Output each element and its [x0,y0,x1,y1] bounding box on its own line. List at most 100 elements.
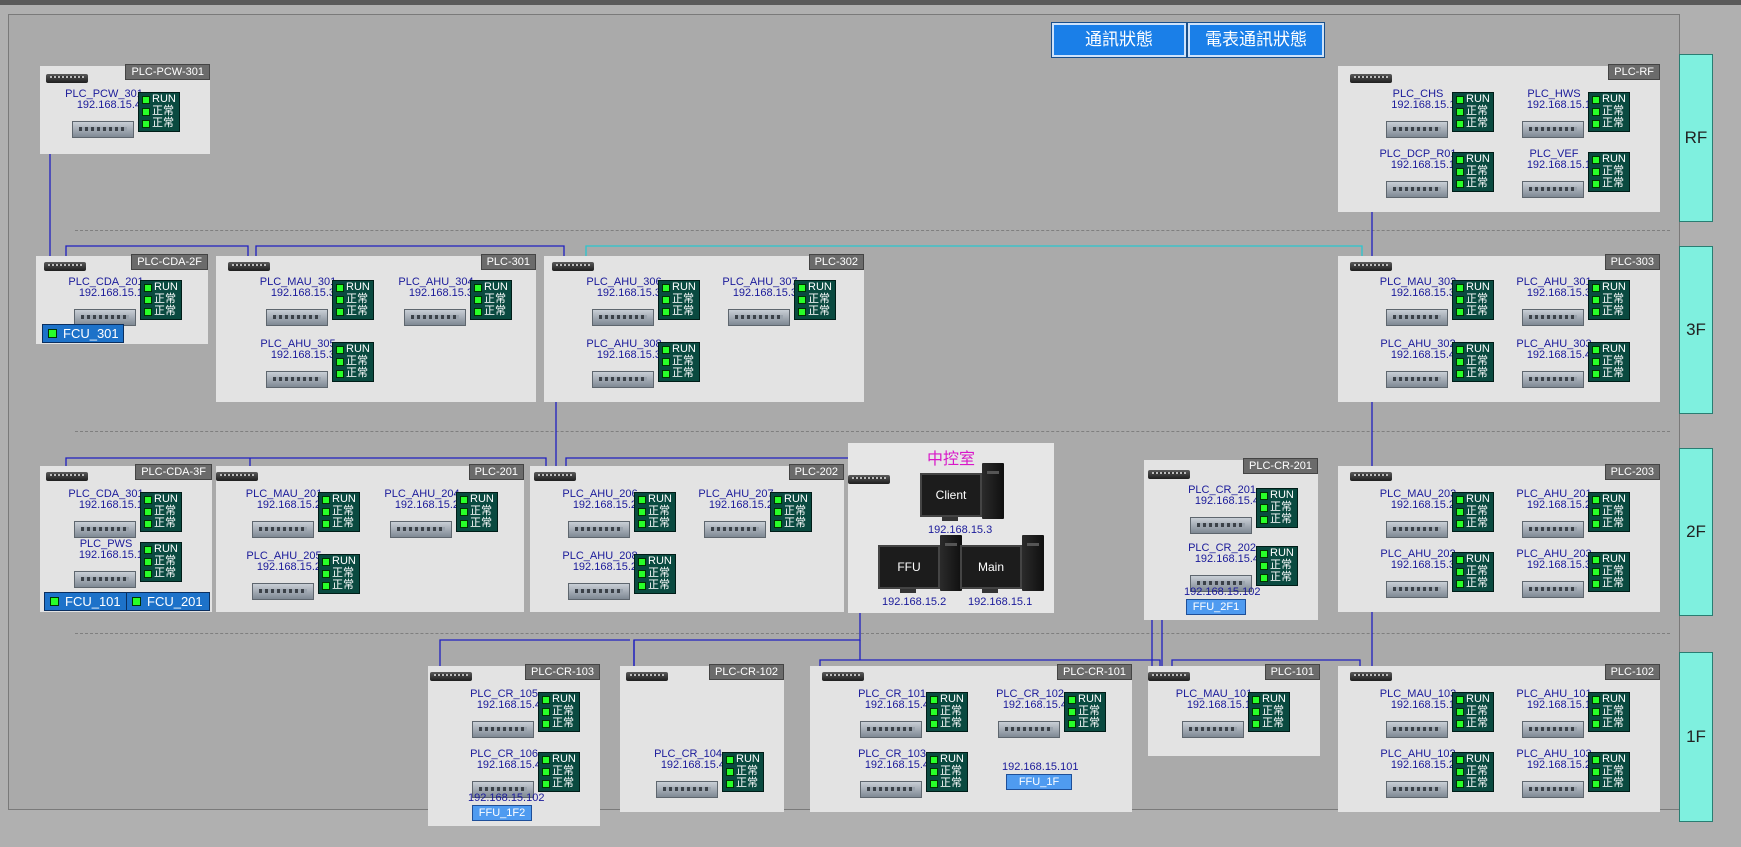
plc-node[interactable]: PLC_MAU_203 192.168.15.28 RUN 正常 正常 [1378,488,1518,554]
status-led-icon [1456,508,1464,516]
floor-tab-2f[interactable]: 2F [1679,448,1713,616]
plc-node[interactable]: PLC_PCW_301 192.168.15.47 RUN 正常 正常 [64,88,204,154]
plc-node[interactable]: PLC_AHU_308 192.168.15.37 RUN 正常 正常 [584,338,724,404]
status-led-icon [1456,156,1464,164]
plc-node[interactable]: PLC_AHU_101 192.168.15.19 RUN 正常 正常 [1514,688,1654,754]
status-led-icon [1260,550,1268,558]
status-led-icon [322,508,330,516]
comm-status-button[interactable]: 通訊狀態 [1052,23,1186,57]
node-name: PLC_CR_104 [654,748,722,760]
plc-node[interactable]: PLC_CR_103 192.168.15.45 RUN 正常 正常 [852,748,992,814]
status-ok: 正常 [332,579,354,591]
node-name: PLC_HWS [1527,88,1581,100]
status-run: RUN [940,693,964,705]
plc-node[interactable]: PLC_AHU_202 192.168.15.30 RUN 正常 正常 [1378,548,1518,614]
fcu-201-button[interactable]: FCU_201 [126,592,210,611]
plc-node[interactable]: PLC_AHU_103 192.168.15.21 RUN 正常 正常 [1514,748,1654,814]
plc-node[interactable]: PLC_AHU_206 192.168.15.25 RUN 正常 正常 [560,488,700,554]
plc-node[interactable]: PLC_AHU_205 192.168.15.24 RUN 正常 正常 [244,550,384,616]
status-run: RUN [1602,93,1626,105]
plc-node[interactable]: PLC_MAU_303 192.168.15.38 RUN 正常 正常 [1378,276,1518,342]
status-led-icon [930,720,938,728]
fcu-label: FCU_101 [65,594,121,609]
status-led-icon [1260,574,1268,582]
status-run: RUN [154,493,178,505]
plc-node[interactable]: PLC_CDA_301 192.168.15.16 RUN 正常 正常 [66,488,206,554]
status-ok: 正常 [808,305,830,317]
plc-node[interactable]: PLC_AHU_203 192.168.15.31 RUN 正常 正常 [1514,548,1654,614]
status-ok: 正常 [154,293,176,305]
plc-device-icon [1182,721,1244,738]
group-plc-cda-2f: PLC-CDA-2F PLC_CDA_201 192.168.15.15 RUN… [36,254,208,344]
plc-node[interactable]: PLC_AHU_204 192.168.15.23 RUN 正常 正常 [382,488,522,554]
plc-node[interactable]: PLC_AHU_201 192.168.15.29 RUN 正常 正常 [1514,488,1654,554]
node-name: PLC_AHU_303 [1516,338,1592,350]
plc-node[interactable]: PLC_AHU_305 192.168.15.34 RUN 正常 正常 [258,338,398,404]
node-ip: 192.168.15.40 [1390,349,1462,361]
status-panel: RUN 正常 正常 [332,342,374,382]
plc-node[interactable]: PLC_AHU_302 192.168.15.40 RUN 正常 正常 [1378,338,1518,404]
plc-device-icon [252,583,314,600]
plc-node[interactable]: PLC_MAU_101 192.168.15.17 RUN 正常 正常 [1174,688,1314,754]
status-ok: 正常 [1466,517,1488,529]
floor-tab-3f[interactable]: 3F [1679,246,1713,414]
ffu-1f-button[interactable]: FFU_1F [1006,774,1072,790]
plc-node[interactable]: PLC_VEF 192.168.15.13 RUN 正常 正常 [1514,148,1654,214]
main-pc[interactable]: Main [960,535,1046,595]
node-name: PLC_AHU_201 [1516,488,1592,500]
status-panel: RUN 正常 正常 [634,554,676,594]
status-panel: RUN 正常 正常 [538,692,580,732]
plc-node[interactable]: PLC_CR_102 192.168.15.44 RUN 正常 正常 [990,688,1130,754]
plc-device-icon [472,781,534,798]
status-panel: RUN 正常 正常 [722,752,764,792]
switch-icon [1148,470,1190,479]
floor-tab-rf[interactable]: RF [1679,54,1713,222]
fcu-101-button[interactable]: FCU_101 [44,592,128,611]
plc-node[interactable]: PLC_PWS 192.168.15.15 RUN 正常 正常 [66,538,206,604]
plc-node[interactable]: PLC_MAU_103 192.168.15.18 RUN 正常 正常 [1378,688,1518,754]
plc-node[interactable]: PLC_CR_101 192.168.15.43 RUN 正常 正常 [852,688,992,754]
plc-node[interactable]: PLC_AHU_306 192.168.15.35 RUN 正常 正常 [584,276,724,342]
plc-node[interactable]: PLC_AHU_304 192.168.15.33 RUN 正常 正常 [396,276,536,342]
plc-device-icon [390,521,452,538]
client-pc[interactable]: Client [920,463,1006,523]
status-led-icon [336,296,344,304]
group-plc-203: PLC-203 PLC_MAU_203 192.168.15.28 RUN 正常… [1338,464,1660,614]
plc-node[interactable]: PLC_CR_104 192.168.15.46 RUN 正常 正常 [648,748,788,814]
status-led-icon [638,508,646,516]
plc-node[interactable]: PLC_MAU_301 192.168.15.32 RUN 正常 正常 [258,276,398,342]
node-ip: 192.168.15.36 [732,287,804,299]
plc-node[interactable]: PLC_AHU_307 192.168.15.36 RUN 正常 正常 [720,276,860,342]
ffu-1f2-button[interactable]: FFU_1F2 [472,805,532,821]
ffu-pc[interactable]: FFU [878,535,964,595]
plc-node[interactable]: PLC_DCP_R01 192.168.15.14 RUN 正常 正常 [1378,148,1518,214]
floor-tab-1f[interactable]: 1F [1679,652,1713,822]
ffu-2f1-button[interactable]: FFU_2F1 [1186,599,1246,615]
plc-node[interactable]: PLC_AHU_301 192.168.15.39 RUN 正常 正常 [1514,276,1654,342]
status-ok: 正常 [1466,505,1488,517]
fcu-301-button[interactable]: FCU_301 [42,324,124,343]
switch-icon [552,262,594,271]
pc-tower-icon [982,463,1004,519]
node-name: PLC_CR_105 [470,688,538,700]
meter-comm-status-button[interactable]: 電表通訊狀態 [1188,23,1324,57]
plc-node[interactable]: PLC_CR_106 192.168.15.45 RUN 正常 正常 [464,748,604,814]
plc-node[interactable]: PLC_AHU_207 192.168.15.26 RUN 正常 正常 [696,488,836,554]
plc-node[interactable]: PLC_MAU_201 192.168.15.22 RUN 正常 正常 [244,488,384,554]
plc-node[interactable]: PLC_AHU_303 192.168.15.41 RUN 正常 正常 [1514,338,1654,404]
plc-node[interactable]: PLC_AHU_208 192.168.15.27 RUN 正常 正常 [560,550,700,616]
status-ok: 正常 [1466,777,1488,789]
plc-node[interactable]: PLC_CR_201 192.168.15.43 RUN 正常 正常 [1182,484,1322,550]
status-led-icon [774,496,782,504]
plc-node[interactable]: PLC_CR_202 192.168.15.45 RUN 正常 正常 [1182,542,1322,608]
status-run: RUN [672,343,696,355]
plc-node[interactable]: PLC_CR_105 192.168.15.43 RUN 正常 正常 [464,688,604,754]
plc-node[interactable]: PLC_AHU_102 192.168.15.20 RUN 正常 正常 [1378,748,1518,814]
status-ok: 正常 [1602,577,1624,589]
switch-icon [534,472,576,481]
status-led-icon [474,284,482,292]
plc-node[interactable]: PLC_CDA_201 192.168.15.15 RUN 正常 正常 [66,276,206,342]
plc-node[interactable]: PLC_HWS 192.168.15.12 RUN 正常 正常 [1514,88,1654,154]
plc-node[interactable]: PLC_CHS 192.168.15.11 RUN 正常 正常 [1378,88,1518,154]
status-led-icon [1456,168,1464,176]
